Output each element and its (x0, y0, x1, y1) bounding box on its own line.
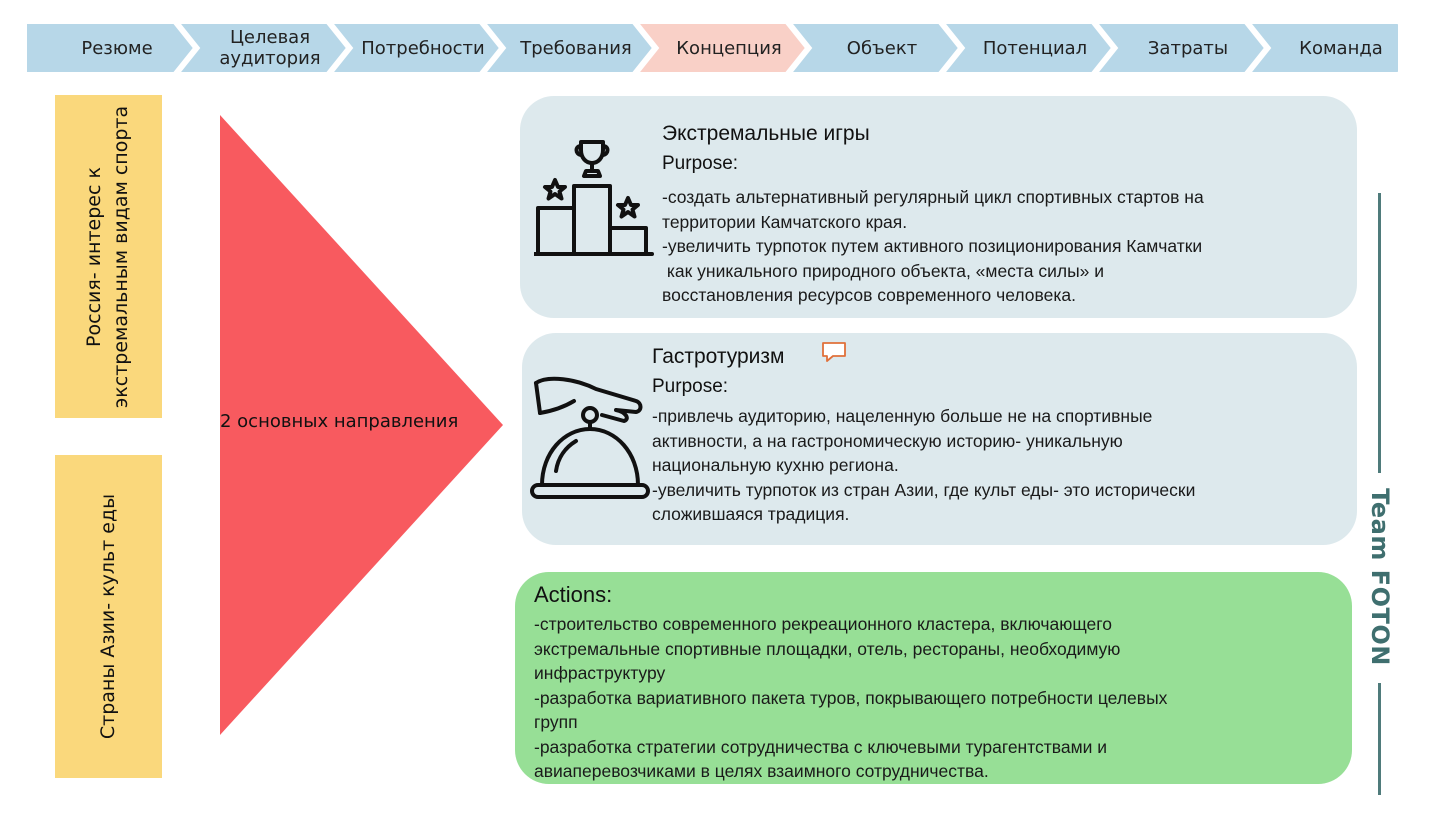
card-extreme-line: территории Камчатского края. (662, 211, 908, 232)
card-extreme-line: как уникального природного объекта, «мес… (662, 260, 1105, 281)
comment-icon[interactable] (821, 341, 847, 363)
section-nav: Резюме Целевая аудитория Потребности Тре… (26, 23, 1398, 73)
directions-triangle (220, 115, 503, 735)
nav-item-requirements[interactable]: Требования (520, 37, 632, 59)
card-actions-title: Actions: (534, 582, 613, 607)
card-extreme-games: Экстремальные игры Purpose: -создать аль… (520, 96, 1357, 318)
card-actions-line: -строительство современного рекреационно… (534, 614, 1112, 634)
card-actions-line: инфраструктуру (534, 663, 666, 683)
nav-chevron-shape (942, 23, 1114, 73)
card-actions-line: экстремальные спортивные площадки, отель… (534, 638, 1121, 659)
nav-item-summary[interactable]: Резюме (81, 37, 153, 59)
nav-chevron-shape (1095, 23, 1267, 73)
card-actions-body: -строительство современного рекреационно… (534, 612, 1167, 784)
side-label-asia-text: Страны Азии- культ еды (97, 493, 120, 740)
card-gastro-line: -увеличить турпоток из стран Азии, где к… (652, 479, 1196, 500)
nav-chevron-shape (636, 23, 808, 73)
card-gastro-title: Гастротуризм (652, 345, 785, 368)
nav-item-team[interactable]: Команда (1299, 37, 1383, 59)
card-gastro-line: активности, а на гастрономическую истори… (652, 430, 1123, 451)
card-actions: Actions: -строительство современного рек… (515, 572, 1352, 784)
card-gastro-line: сложившаяся традиция. (652, 504, 850, 524)
card-extreme-title: Экстремальные игры (662, 122, 870, 145)
nav-item-costs[interactable]: Затраты (1147, 37, 1229, 59)
card-gastro-line: -привлечь аудиторию, нацеленную больше н… (652, 406, 1153, 426)
nav-chevron-shape (1248, 23, 1398, 73)
card-gastrotourism: Гастротуризм Purpose: -привлечь аудитори… (522, 333, 1357, 545)
directions-label: 2 основных направления (220, 411, 459, 432)
card-actions-line: -разработка вариативного пакета туров, п… (534, 687, 1168, 708)
nav-chevron-shape (26, 23, 196, 73)
nav-chevron-shapes (26, 23, 1398, 73)
card-extreme-line: восстановления ресурсов современного чел… (662, 285, 1076, 305)
card-actions-line: -разработка стратегии сотрудничества с к… (534, 736, 1108, 757)
card-extreme-line: -увеличить турпоток путем активного пози… (662, 236, 1203, 256)
card-gastro-body: -привлечь аудиторию, нацеленную больше н… (652, 404, 1195, 527)
nav-chevron-shape (177, 23, 349, 73)
nav-item-potential[interactable]: Потенциал (982, 37, 1088, 59)
side-label-russia-text: Россия- интерес к экстремальным видам сп… (83, 105, 133, 408)
nav-chevron-shape (789, 23, 961, 73)
nav-chevron-shape (330, 23, 502, 73)
card-extreme-line: -создать альтернативный регулярный цикл … (662, 187, 1204, 207)
card-extreme-purpose: Purpose: (662, 153, 739, 174)
card-gastro-line: национальную кухню региона. (652, 455, 899, 475)
nav-item-concept[interactable]: Концепция (676, 37, 782, 59)
nav-item-object[interactable]: Объект (846, 37, 918, 59)
nav-chevron-shape (483, 23, 655, 73)
team-divider-top (1378, 193, 1381, 473)
card-extreme-body: -создать альтернативный регулярный цикл … (662, 185, 1204, 308)
cloche-serving-icon (530, 376, 650, 499)
side-label-asia: Страны Азии- культ еды (55, 455, 162, 778)
team-divider-bottom (1378, 683, 1381, 795)
team-label: Team FOTON (1366, 488, 1394, 666)
card-actions-line: групп (534, 712, 578, 732)
podium-trophy-icon (534, 140, 654, 256)
card-gastro-purpose: Purpose: (652, 376, 729, 397)
card-actions-line: авиаперевозчиками в целях взаимного сотр… (534, 761, 989, 781)
nav-item-needs[interactable]: Потребности (361, 37, 485, 59)
nav-item-target-audience[interactable]: Целевая аудитория (219, 27, 321, 69)
side-label-russia: Россия- интерес к экстремальным видам сп… (55, 95, 162, 418)
